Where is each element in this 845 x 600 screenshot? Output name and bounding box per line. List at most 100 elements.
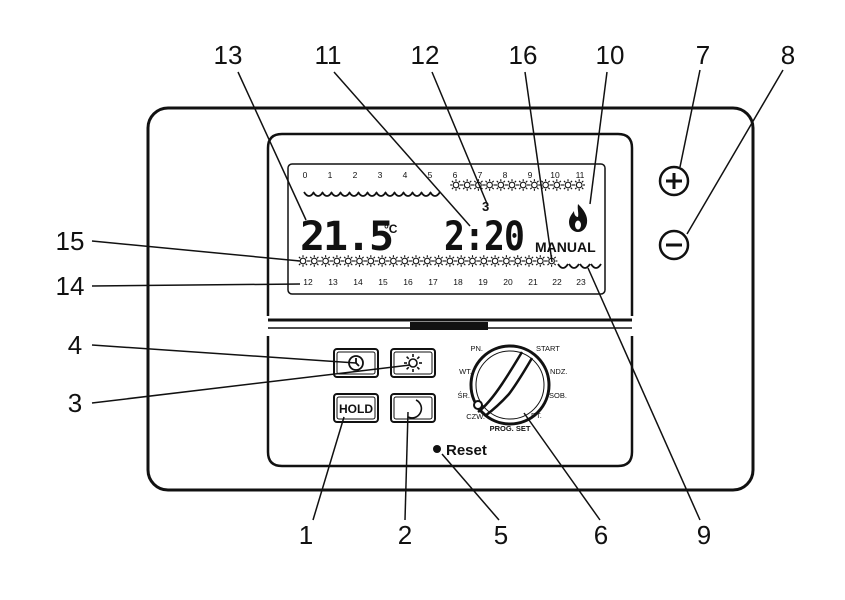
leader-line <box>404 411 409 521</box>
hour-tick: 19 <box>478 277 488 287</box>
leader-line <box>91 364 411 404</box>
callout-numbers: 13 11 12 16 10 7 8 15 14 4 3 1 2 5 6 9 <box>56 40 796 550</box>
reset-label: Reset <box>446 442 487 459</box>
reset-button[interactable]: Reset <box>433 442 487 459</box>
callout-3: 3 <box>68 388 82 418</box>
sun-segment-icon <box>466 255 479 267</box>
callout-1: 1 <box>299 520 313 550</box>
bottom-night-segments <box>557 263 602 269</box>
plus-button[interactable] <box>658 165 690 197</box>
sun-segment-icon <box>308 255 321 267</box>
hold-button[interactable]: HOLD <box>333 393 379 423</box>
callout-10: 10 <box>596 40 625 70</box>
hour-tick: 5 <box>428 170 433 180</box>
dial-day-label: PN. <box>470 344 483 353</box>
day-number: 3 <box>482 199 489 214</box>
sun-segment-icon <box>523 255 535 267</box>
sun-segment-icon <box>297 255 309 267</box>
callout-16: 16 <box>509 40 538 70</box>
hour-tick: 13 <box>328 277 338 287</box>
leader-line <box>589 71 608 205</box>
sun-segment-icon <box>432 255 445 267</box>
sun-segment-icon <box>573 179 585 191</box>
day-temperature-button[interactable] <box>390 348 436 378</box>
sun-segment-icon <box>511 255 524 267</box>
dial-day-label: ŚR. <box>457 391 470 400</box>
hour-tick: 6 <box>453 170 458 180</box>
top-hour-ticks: 0 1 2 3 4 5 6 7 8 9 10 11 <box>303 170 585 180</box>
display-bezel <box>266 132 634 316</box>
hold-button-label: HOLD <box>339 402 373 416</box>
hour-tick: 12 <box>303 277 313 287</box>
callout-6: 6 <box>594 520 608 550</box>
sun-segment-icon <box>410 255 422 267</box>
dial-day-label: CZW. <box>466 412 485 421</box>
hour-tick: 16 <box>403 277 413 287</box>
sun-segment-icon <box>353 255 366 267</box>
hour-tick: 15 <box>378 277 388 287</box>
sun-segment-icon <box>398 255 411 267</box>
mode-indicator: MANUAL <box>535 239 596 255</box>
sun-segment-icon <box>455 255 467 267</box>
sun-segment-icon <box>461 179 473 191</box>
program-dial[interactable] <box>469 344 551 426</box>
hour-tick: 7 <box>478 170 483 180</box>
leader-line <box>441 453 500 521</box>
minus-button[interactable] <box>658 229 690 261</box>
leader-line <box>312 416 345 521</box>
dial-day-label: NDZ. <box>550 367 568 376</box>
sun-segment-icon <box>495 179 507 191</box>
night-temperature-button[interactable] <box>390 393 436 423</box>
sun-segment-icon <box>517 179 529 191</box>
sun-icon <box>404 354 422 372</box>
hour-tick: 8 <box>503 170 508 180</box>
callout-4: 4 <box>68 330 82 360</box>
dial-day-label: WT. <box>459 367 472 376</box>
sun-segment-icon <box>365 255 377 267</box>
moon-segment-icon <box>429 191 441 197</box>
sun-segment-icon <box>450 179 462 191</box>
callout-14: 14 <box>56 271 85 301</box>
callout-2: 2 <box>398 520 412 550</box>
hour-tick: 2 <box>353 170 358 180</box>
hour-tick: 10 <box>550 170 560 180</box>
leader-line <box>237 71 307 221</box>
hour-tick: 1 <box>328 170 333 180</box>
leader-line <box>523 412 601 521</box>
sun-segment-icon <box>342 255 354 267</box>
sun-segment-icon <box>421 255 434 267</box>
hour-tick: 3 <box>378 170 383 180</box>
moon-segment-icon <box>568 263 580 269</box>
callout-12: 12 <box>411 40 440 70</box>
sun-segment-icon <box>319 255 332 267</box>
leader-lines <box>91 69 784 521</box>
time-readout: 2:20 <box>444 214 524 260</box>
bottom-day-segments <box>297 255 558 267</box>
leader-line <box>91 344 357 364</box>
leader-line <box>524 71 553 263</box>
hour-tick: 18 <box>453 277 463 287</box>
hour-tick: 22 <box>552 277 562 287</box>
callout-13: 13 <box>214 40 243 70</box>
temperature-readout: 21.5 <box>300 214 392 260</box>
top-day-segments <box>450 179 585 191</box>
control-panel <box>266 336 634 468</box>
leader-line <box>91 283 301 287</box>
leader-line <box>587 267 701 521</box>
sun-segment-icon <box>387 255 400 267</box>
plus-icon <box>666 173 682 189</box>
dial-day-label: SOB. <box>549 391 567 400</box>
hour-tick: 11 <box>576 170 585 180</box>
dial-start-label: START <box>536 344 560 353</box>
dial-prog-set-label: PROG. SET <box>490 424 531 433</box>
callout-11: 11 <box>315 40 342 70</box>
hour-tick: 0 <box>303 170 308 180</box>
hour-tick: 17 <box>428 277 438 287</box>
callout-8: 8 <box>781 40 795 70</box>
top-night-segments <box>303 191 441 197</box>
moon-segment-icon <box>590 263 602 269</box>
sun-segment-icon <box>444 255 456 267</box>
hour-tick: 4 <box>403 170 408 180</box>
callout-5: 5 <box>494 520 508 550</box>
